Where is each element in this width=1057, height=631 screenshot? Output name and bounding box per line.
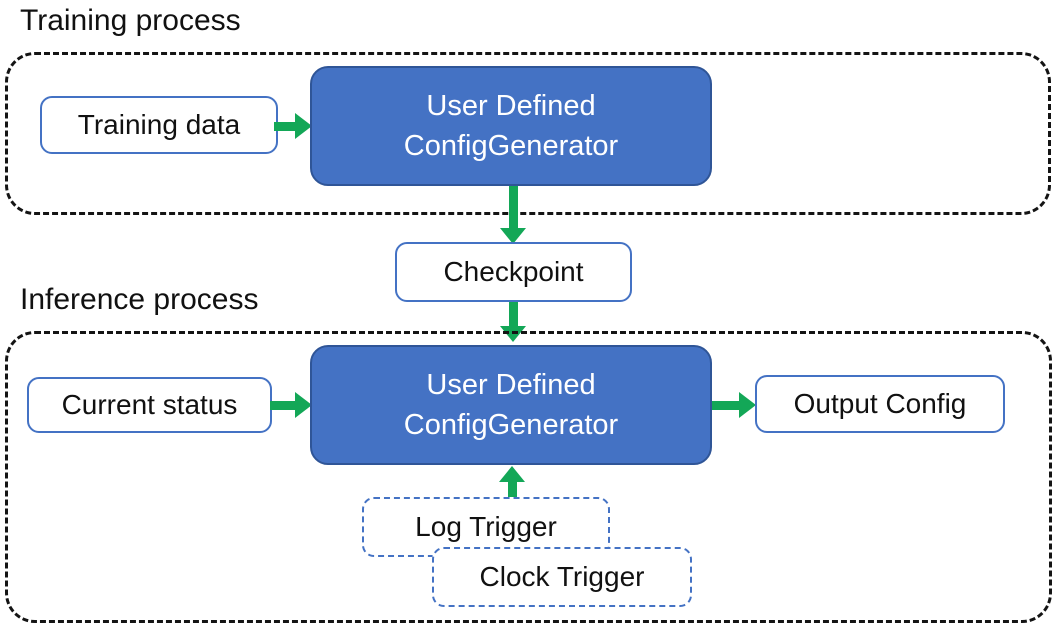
current-status-box: Current status <box>27 377 272 433</box>
inference-config-generator-line2: ConfigGenerator <box>403 409 619 441</box>
arrow-right-icon <box>712 392 756 418</box>
output-config-box: Output Config <box>755 375 1005 433</box>
arrow-head <box>500 228 526 244</box>
training-data-box: Training data <box>40 96 278 154</box>
arrow-head <box>295 113 312 139</box>
inference-config-generator-box: User Defined ConfigGenerator <box>310 345 712 465</box>
training-section-label: Training process <box>20 4 241 37</box>
arrow-head <box>500 326 526 342</box>
arrow-right-icon <box>270 392 312 418</box>
arrow-shaft <box>270 401 297 410</box>
checkpoint-box: Checkpoint <box>395 242 632 302</box>
arrow-down-icon <box>500 302 526 342</box>
arrow-head <box>499 466 525 482</box>
inference-section-frame <box>5 331 1052 623</box>
training-config-generator-line2: ConfigGenerator <box>403 130 619 162</box>
arrow-head <box>295 392 312 418</box>
arrow-shaft <box>274 122 297 131</box>
training-config-generator-line1: User Defined <box>426 90 596 122</box>
training-section-frame <box>5 52 1051 215</box>
arrow-head <box>739 392 756 418</box>
arrow-up-icon <box>499 466 525 498</box>
arrow-right-icon <box>274 113 312 139</box>
clock-trigger-box: Clock Trigger <box>432 547 692 607</box>
arrow-down-icon <box>500 186 526 244</box>
arrow-shaft <box>509 186 518 230</box>
inference-section-label: Inference process <box>20 283 259 316</box>
training-config-generator-box: User Defined ConfigGenerator <box>310 66 712 186</box>
arrow-shaft <box>712 401 741 410</box>
arrow-shaft <box>509 302 518 328</box>
arrow-shaft <box>508 480 517 498</box>
inference-config-generator-line1: User Defined <box>426 369 596 401</box>
